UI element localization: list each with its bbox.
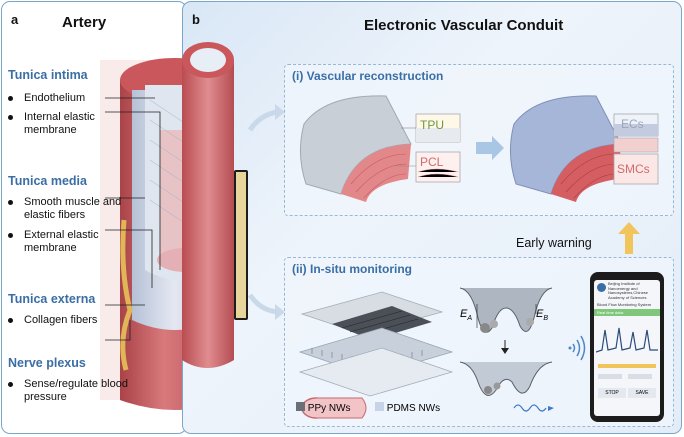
section-nerve-plexus: Nerve plexus Sense/regulate blood pressu… <box>8 356 138 403</box>
item-smooth-muscle: Smooth muscle and elastic fibers <box>8 196 148 222</box>
energy-a-subscript: A <box>467 315 473 323</box>
monitoring-illustration <box>298 287 586 419</box>
pcl-box-texture <box>417 168 459 178</box>
reconstructed-smc-layer <box>551 144 621 202</box>
particle <box>493 382 501 390</box>
conduit-cylinder <box>182 42 248 368</box>
panel-a-title: Artery <box>62 14 107 31</box>
phone-signal-chart <box>596 327 658 353</box>
bullet <box>8 200 13 205</box>
item-sense-regulate: Sense/regulate blood pressure <box>8 378 148 404</box>
signal-arrowhead <box>548 406 554 411</box>
conduit-inner <box>190 48 226 72</box>
bullet <box>8 115 13 120</box>
phone-save-button[interactable]: SAVE <box>628 388 656 398</box>
heading-tunica-media: Tunica media <box>8 174 87 188</box>
phone-realtime-label: Real time data: <box>597 310 624 315</box>
ecs-texture <box>614 124 658 136</box>
heading-tunica-intima: Tunica intima <box>8 68 88 82</box>
legend-pdms-label: PDMS NWs <box>386 403 441 414</box>
label-smcs: SMCs <box>617 162 650 176</box>
arrow-to-reconstruction <box>247 109 278 132</box>
nerve-fiber <box>120 219 133 371</box>
wireless-dot <box>568 346 572 350</box>
reconstruction-illustration <box>300 95 659 202</box>
bullet <box>8 233 13 238</box>
scaffold-pcl-layer <box>341 144 411 202</box>
panel-b-title: Electronic Vascular Conduit <box>364 17 564 34</box>
item-internal-elastic-membrane: Internal elastic membrane <box>8 111 138 137</box>
phone-system-title: Blood Flow Monitoring System <box>597 302 652 307</box>
legend-pdms: PDMS NWs <box>375 402 440 414</box>
arrowhead <box>275 304 285 320</box>
subpanel-ii-title: (ii) In-situ monitoring <box>292 262 412 276</box>
potential-well-lower <box>459 361 553 396</box>
bullet <box>8 96 13 101</box>
phone-screen: Beijing Institute of Nanoenergy and Nano… <box>594 280 660 416</box>
signal-wave <box>513 404 547 412</box>
item-collagen-fibers: Collagen fibers <box>8 314 148 327</box>
arrow-to-monitoring <box>247 293 278 315</box>
energy-b-symbol: E <box>536 308 544 320</box>
section-tunica-media: Tunica media Smooth muscle and elastic f… <box>8 174 138 254</box>
phone-field-a <box>598 374 622 379</box>
institute-logo-icon <box>597 283 606 292</box>
arrowhead <box>275 104 285 120</box>
item-endothelium: Endothelium <box>8 92 148 105</box>
heading-tunica-externa: Tunica externa <box>8 292 96 306</box>
label-ecs: ECs <box>621 117 644 131</box>
phone-realtime-bar <box>594 309 660 316</box>
item-text: External elastic membrane <box>24 229 99 254</box>
item-text: Smooth muscle and elastic fibers <box>24 196 122 221</box>
conduit-body <box>182 60 234 368</box>
panel-a-letter: a <box>11 12 19 27</box>
legend-ppy-label: PPy NWs <box>307 403 351 414</box>
early-warning-arrow-icon <box>618 222 640 254</box>
label-energy-b: EB <box>536 308 548 322</box>
phone-header: Beijing Institute of Nanoenergy and Nano… <box>608 281 649 300</box>
vessel-tube-body <box>316 397 367 419</box>
bullet <box>8 382 13 387</box>
item-text: Collagen fibers <box>24 314 98 326</box>
heading-nerve-plexus: Nerve plexus <box>8 356 86 370</box>
legend-ppy-swatch <box>296 402 305 411</box>
particle <box>490 320 498 328</box>
panel-b-letter: b <box>192 12 200 27</box>
item-external-elastic-membrane: External elastic membrane <box>8 229 148 255</box>
legend-ppy: PPy NWs <box>296 402 351 414</box>
pcl-fibers <box>350 153 407 199</box>
item-text: Endothelium <box>24 92 86 104</box>
tpu-texture <box>416 128 460 142</box>
panel-b-arrows <box>247 104 285 320</box>
label-pcl: PCL <box>420 155 444 169</box>
smcs-box <box>613 153 659 185</box>
leader-lines <box>105 97 161 341</box>
smc-fibers <box>560 153 617 199</box>
section-tunica-intima: Tunica intima Endothelium Internal elast… <box>8 68 138 136</box>
phone-field-b <box>628 374 652 379</box>
label-energy-a: EA <box>460 308 472 322</box>
wireless-icon <box>572 335 586 361</box>
bullet <box>8 318 13 323</box>
energy-a-symbol: E <box>460 308 468 320</box>
phone-progress-bar <box>598 364 656 368</box>
particle <box>526 318 534 326</box>
section-tunica-externa: Tunica externa Collagen fibers <box>8 292 138 326</box>
reconstruction-arrow <box>476 136 504 160</box>
conduit-sensor-electrode <box>236 172 246 318</box>
phone-stop-button[interactable]: STOP <box>598 388 626 398</box>
energy-b-subscript: B <box>543 315 549 323</box>
subpanel-i-title: (i) Vascular reconstruction <box>292 69 444 83</box>
down-arrowhead <box>501 348 509 354</box>
item-text: Internal elastic membrane <box>24 111 95 136</box>
sensor-bottom-film <box>298 347 454 397</box>
particle <box>484 386 492 394</box>
smcs-top-box <box>613 137 659 153</box>
early-warning-label: Early warning <box>516 236 592 250</box>
legend-pdms-swatch <box>375 402 384 411</box>
particle <box>480 323 490 333</box>
item-text: Sense/regulate blood pressure <box>24 378 128 403</box>
label-tpu: TPU <box>420 118 444 132</box>
